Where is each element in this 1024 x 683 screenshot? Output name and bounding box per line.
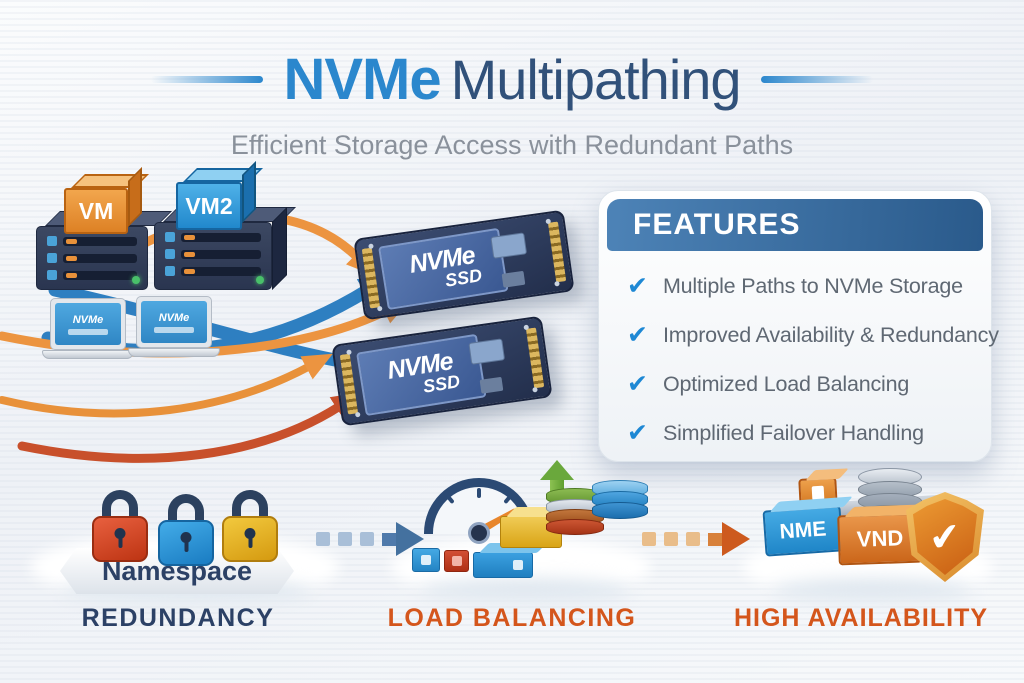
vm1-label: VM — [64, 188, 128, 234]
vnd-box-label: VND — [856, 525, 904, 552]
vm2-label: VM2 — [176, 182, 242, 230]
server-led — [256, 276, 264, 284]
server-bay — [165, 266, 261, 276]
laptop-2-screen-text: NVMe — [158, 311, 190, 324]
ssd-1-label: NVMe SSD — [378, 227, 509, 311]
ssd-pins — [361, 247, 381, 309]
disk-stack-right-icon — [592, 480, 648, 519]
features-panel: FEATURES ✔ Multiple Paths to NVMe Storage… — [598, 190, 999, 462]
subtitle: Efficient Storage Access with Redundant … — [230, 130, 794, 160]
ssd-pins — [339, 353, 359, 415]
block-red-icon — [444, 550, 469, 572]
dashed-arrow-blue-icon — [316, 522, 424, 556]
check-icon: ✔ — [627, 370, 648, 398]
feature-item: ✔ Optimized Load Balancing — [627, 369, 977, 399]
nme-box: NME — [762, 496, 853, 557]
laptop-2-base — [128, 348, 220, 357]
high-availability-caption: HIGH AVAILABILITY — [733, 604, 989, 632]
feature-item: ✔ Multiple Paths to NVMe Storage — [627, 271, 977, 301]
title-accent: NVMe — [283, 47, 441, 112]
block-blue-wide-icon — [473, 543, 547, 578]
check-icon: ✔ — [627, 419, 648, 447]
disk-stack-left-icon — [546, 488, 604, 535]
vm1-cube: VM — [64, 167, 149, 234]
server-bay — [165, 249, 261, 259]
feature-text: Improved Availability & Redundancy — [662, 322, 999, 347]
laptop-1-base — [42, 350, 134, 359]
title-dash-right — [760, 76, 873, 83]
ssd-window — [490, 232, 528, 259]
server-bay — [165, 232, 261, 242]
features-list: ✔ Multiple Paths to NVMe Storage ✔ Improve… — [607, 251, 999, 448]
laptop-1-screen: NVMe — [50, 298, 126, 350]
gauge-hub — [468, 522, 490, 544]
redundancy-caption: REDUNDANCY — [81, 604, 275, 632]
feature-text: Simplified Failover Handling — [662, 420, 924, 445]
laptop-screen-bar — [68, 328, 108, 335]
nvme-ssd-1: NVMe SSD — [353, 209, 575, 321]
laptop-1-screen-text: NVMe — [72, 313, 104, 326]
server-1 — [36, 211, 172, 290]
feature-item: ✔ Simplified Failover Handling — [627, 418, 977, 448]
vm2-cube: VM2 — [176, 161, 263, 230]
lock-gold-icon — [222, 490, 278, 562]
dashed-arrow-orange-icon — [642, 522, 750, 556]
ssd-chip — [479, 376, 504, 394]
laptop-screen-bar — [154, 326, 194, 333]
title-main: Multipathing — [450, 48, 742, 111]
server-bay — [47, 253, 137, 263]
laptop-2-screen: NVMe — [136, 296, 212, 348]
shield-check-icon: ✔ — [906, 492, 984, 582]
lock-blue-icon — [158, 494, 214, 566]
cloud-shadow — [420, 578, 630, 602]
ssd-chip — [501, 270, 526, 288]
server-2-front — [154, 222, 272, 290]
title-dash-left — [151, 76, 264, 83]
server-bay — [47, 236, 137, 246]
laptop-2: NVMe — [128, 296, 220, 357]
server-2-side — [272, 207, 287, 290]
server-2 — [154, 207, 296, 290]
server-led — [132, 276, 140, 284]
server-1-front — [36, 226, 148, 290]
features-heading: FEATURES — [607, 199, 983, 251]
ssd-label-line2: SSD — [421, 371, 462, 397]
ssd-label-line2: SSD — [443, 265, 484, 291]
nme-box-label: NME — [778, 517, 828, 544]
nvme-ssd-2: NVMe SSD — [331, 315, 553, 427]
path-arrow-red-bottom — [17, 391, 362, 463]
check-icon: ✔ — [627, 321, 648, 349]
ssd-2-label: NVMe SSD — [356, 333, 487, 417]
ssd-pins — [547, 221, 567, 283]
feature-item: ✔ Improved Availability & Redundancy — [627, 320, 999, 350]
check-icon: ✔ — [627, 272, 648, 300]
ssd-pins — [525, 327, 545, 389]
cloud-shadow — [772, 578, 972, 602]
ssd-window — [468, 338, 506, 365]
feature-text: Optimized Load Balancing — [662, 371, 910, 396]
laptop-1: NVMe — [42, 298, 134, 359]
server-bay — [47, 270, 137, 280]
load-balancing-caption: LOAD BALANCING — [387, 604, 637, 632]
block-blue-icon — [412, 548, 440, 572]
path-arrow-orange-low — [0, 353, 333, 418]
feature-text: Multiple Paths to NVMe Storage — [662, 273, 963, 298]
lock-red-icon — [92, 490, 148, 562]
